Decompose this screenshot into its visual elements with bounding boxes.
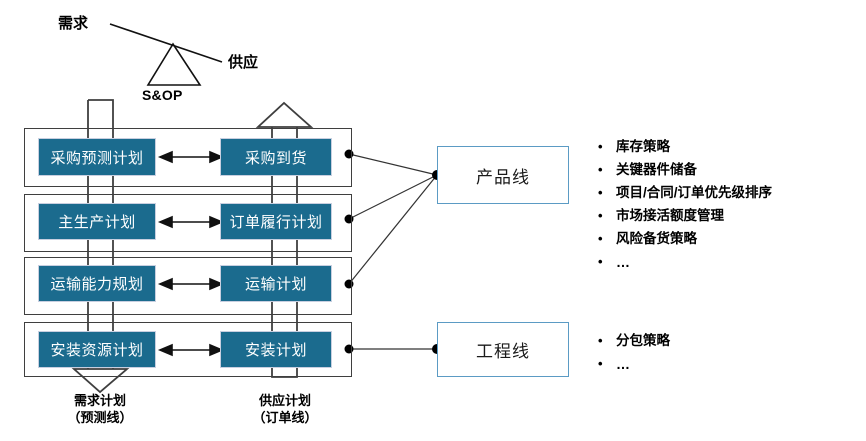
bullet-label: 市场接活额度管理 [616, 208, 724, 223]
bullet-marker-icon: • [598, 208, 603, 223]
product-line-connectors [348, 153, 438, 285]
process-box-master-production-plan[interactable]: 主生产计划 [38, 203, 156, 240]
bullet-label: 关键器件储备 [616, 162, 697, 177]
process-box-install-plan[interactable]: 安装计划 [220, 331, 332, 368]
caption-demand-plan-line1: 需求计划 [73, 393, 126, 408]
bullet-label: 项目/合同/订单优先级排序 [616, 185, 773, 200]
caption-supply-plan-line2: （订单线） [252, 410, 318, 425]
balance-supply-label: 供应 [228, 54, 259, 71]
bullet-item: • 市场接活额度管理 [598, 207, 772, 230]
bullet-marker-icon: • [598, 333, 603, 348]
process-row-frame-4 [24, 322, 352, 377]
process-box-purchase-forecast-plan[interactable]: 采购预测计划 [38, 138, 156, 176]
bullet-item: • 项目/合同/订单优先级排序 [598, 184, 772, 207]
line-box-engineering-line[interactable]: 工程线 [437, 322, 569, 377]
bullet-label: … [616, 254, 631, 270]
line-box-product-line[interactable]: 产品线 [437, 146, 569, 204]
caption-demand-plan-line2: （预测线） [67, 410, 133, 425]
balance-sop-label: S&OP [142, 87, 183, 103]
row-bidirectional-arrows [157, 150, 225, 357]
process-row-frame-3 [24, 257, 352, 315]
caption-demand-plan: 需求计划 （预测线） [40, 392, 160, 426]
caption-supply-plan: 供应计划 （订单线） [225, 392, 345, 426]
bullet-label: 分包策略 [616, 333, 670, 348]
balance-fulcrum-triangle [146, 42, 202, 86]
balance-beam [109, 23, 223, 63]
bullet-item: • 分包策略 [598, 332, 670, 355]
bullet-marker-icon: • [598, 254, 603, 269]
process-row-frame-2 [24, 194, 352, 252]
supply-plan-arrowhead [255, 101, 314, 128]
demand-plan-arrowhead [71, 368, 130, 394]
bullet-marker-icon: • [598, 139, 603, 154]
bullet-marker-icon: • [598, 231, 603, 246]
bullet-label: 风险备货策略 [616, 231, 697, 246]
bullet-label: … [616, 356, 631, 372]
process-box-transport-capacity-plan[interactable]: 运输能力规划 [38, 265, 156, 302]
process-box-transport-plan[interactable]: 运输计划 [220, 265, 332, 302]
bullet-item: • … [598, 355, 670, 378]
process-box-purchase-arrival[interactable]: 采购到货 [220, 138, 332, 176]
bullet-item: • 风险备货策略 [598, 230, 772, 253]
process-box-install-resource-plan[interactable]: 安装资源计划 [38, 331, 156, 368]
supply-plan-line [271, 118, 298, 378]
balance-demand-label: 需求 [58, 15, 89, 32]
bullet-group-engineering-line: • 分包策略 • … [598, 332, 670, 378]
bullet-group-product-line: • 库存策略 • 关键器件储备 • 项目/合同/订单优先级排序 • 市场接活额度… [598, 138, 772, 276]
bullet-item: • 库存策略 [598, 138, 772, 161]
bullet-item: • 关键器件储备 [598, 161, 772, 184]
bullet-marker-icon: • [598, 162, 603, 177]
bullet-label: 库存策略 [616, 139, 670, 154]
bullet-marker-icon: • [598, 185, 603, 200]
caption-supply-plan-line1: 供应计划 [258, 393, 311, 408]
bullet-marker-icon: • [598, 356, 603, 371]
bullet-item: • … [598, 253, 772, 276]
process-box-order-fulfillment-plan[interactable]: 订单履行计划 [220, 203, 332, 240]
process-row-frame-1 [24, 128, 352, 187]
